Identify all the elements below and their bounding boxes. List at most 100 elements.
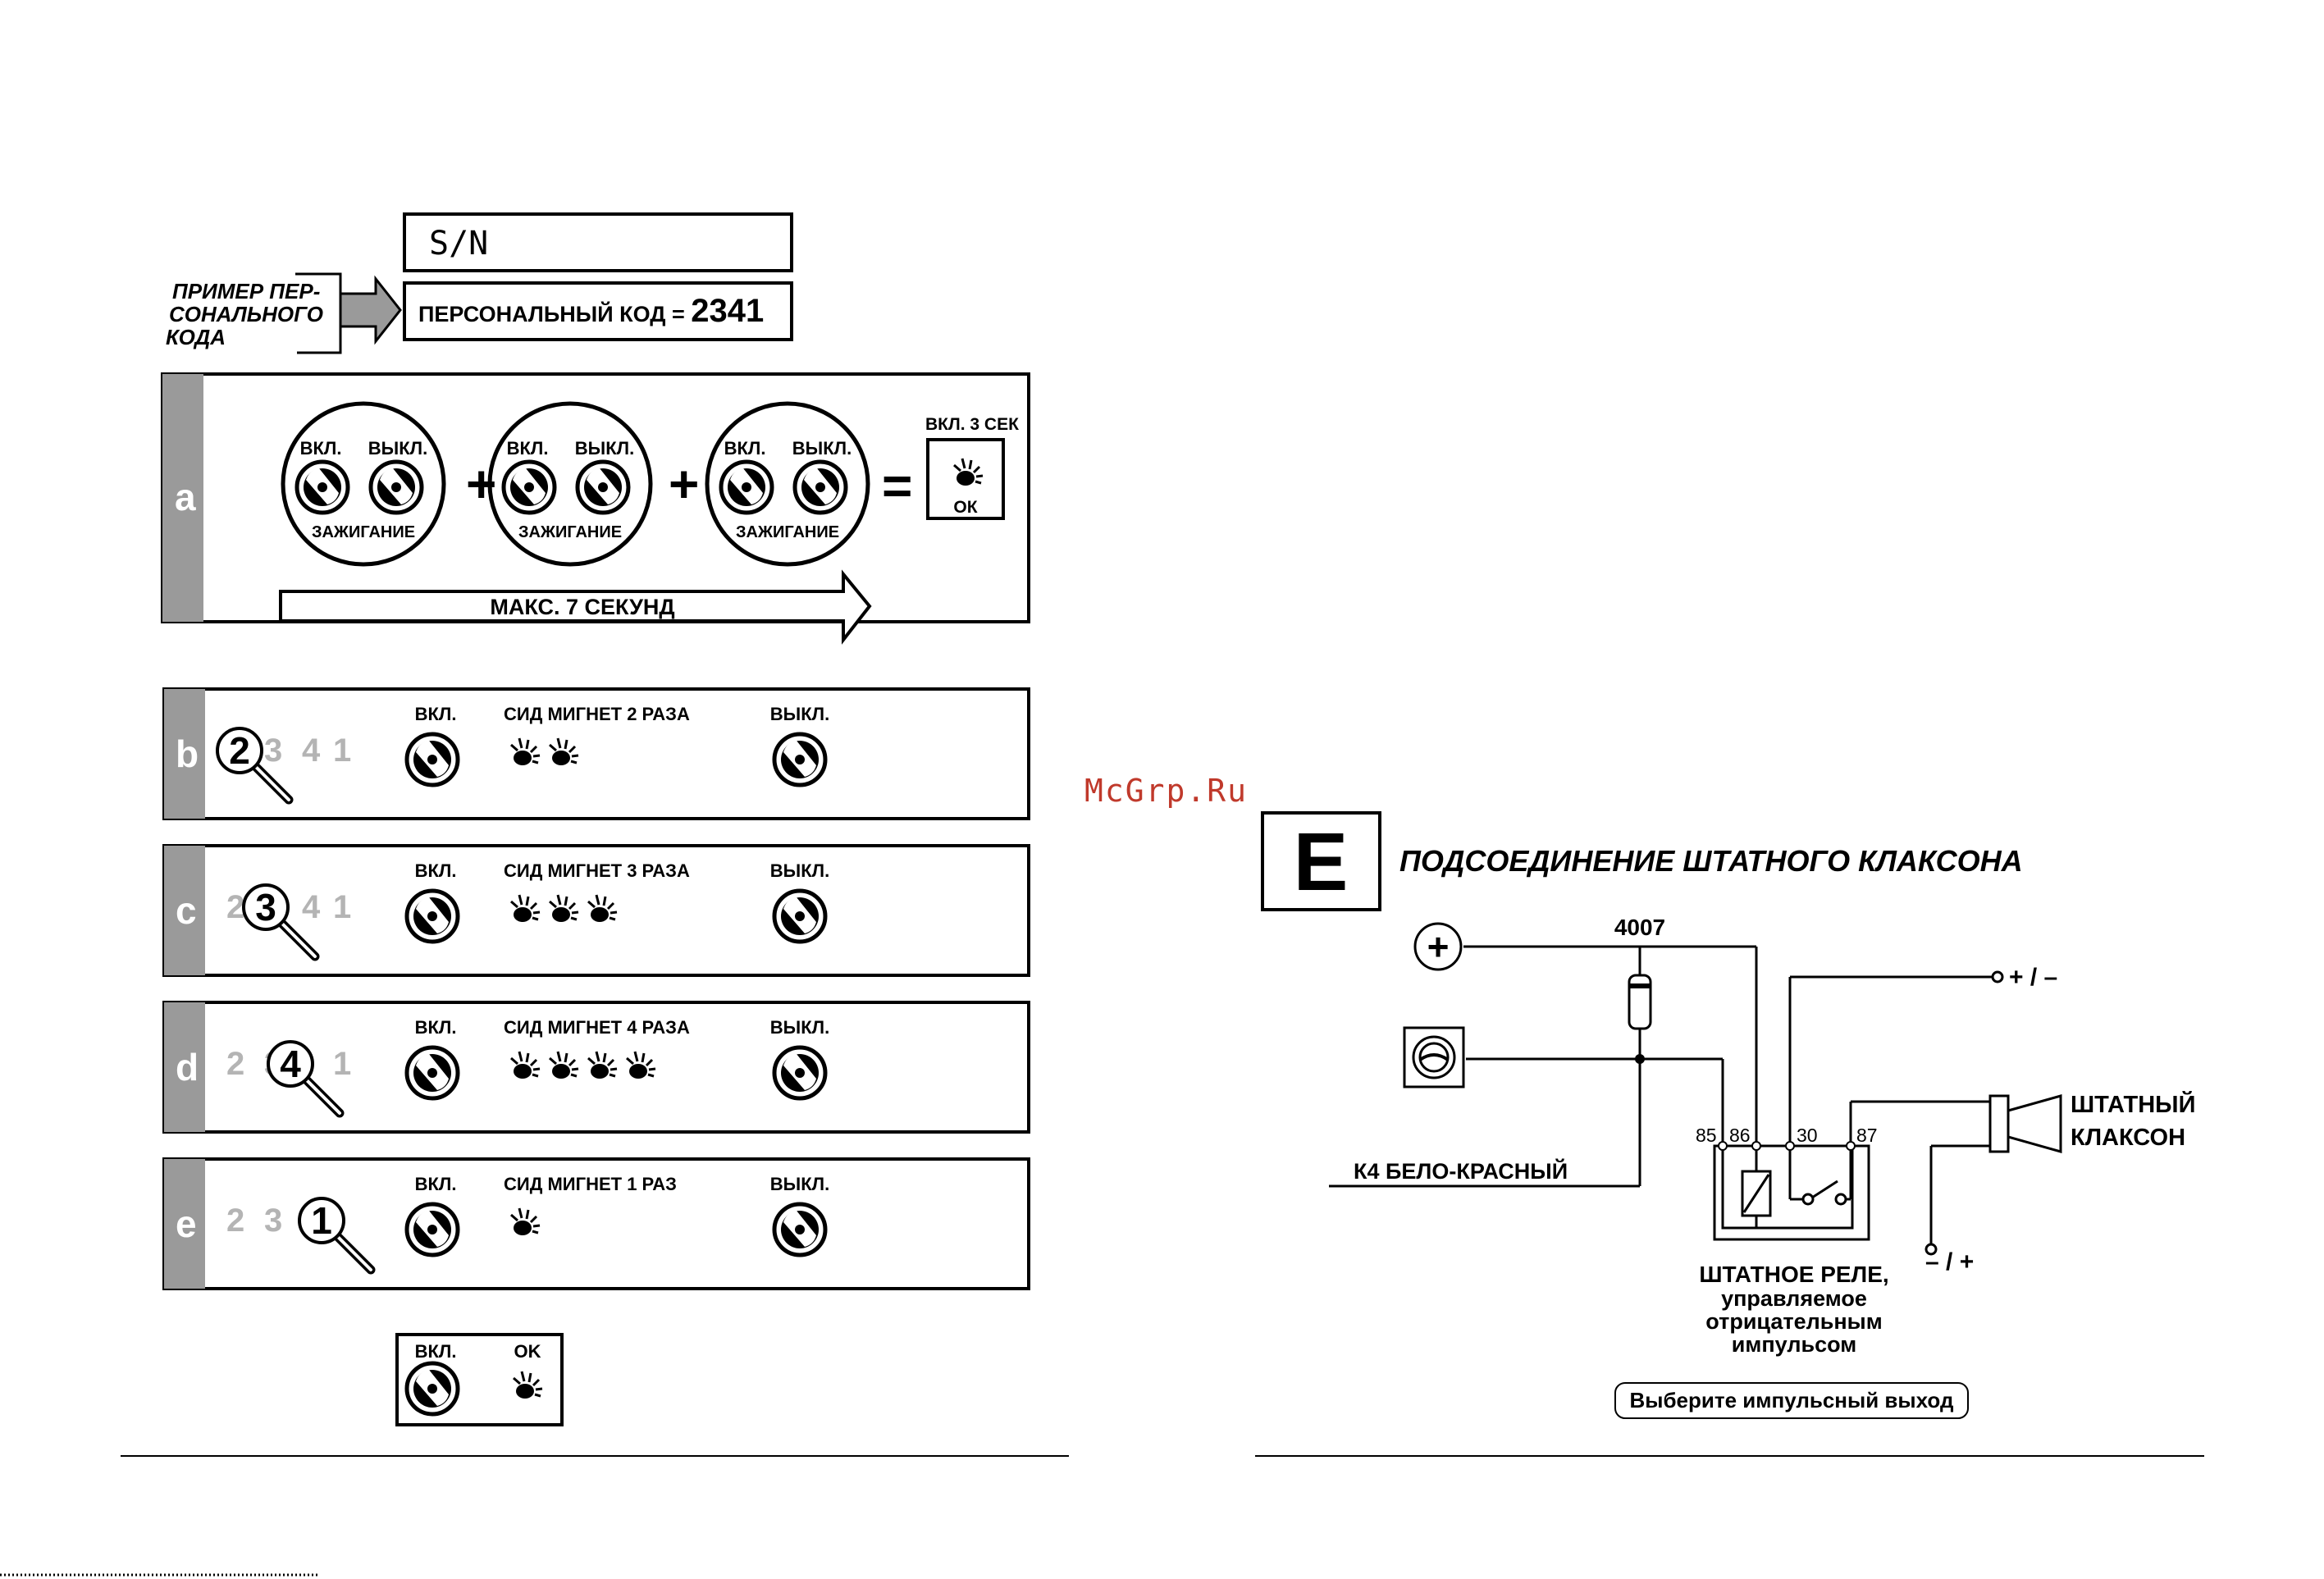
serial-box [403, 212, 793, 272]
relay-housing [1713, 1144, 1870, 1241]
note-box [1614, 1382, 1969, 1419]
magnifier-icon [216, 727, 294, 805]
step-off-label: ВЫКЛ. [770, 1174, 829, 1194]
result-ok-label: ОК [953, 498, 977, 517]
code-digit: 2 [226, 889, 244, 925]
ignition-group-2: ВКЛ. ВЫКЛ. ЗАЖИГАНИЕ [487, 401, 653, 567]
step-on-label: ВКЛ. [415, 1017, 457, 1038]
magnifier-icon [267, 1040, 345, 1118]
ignition-off-label: ВЫКЛ. [575, 438, 634, 459]
pin-30-label: 30 [1797, 1125, 1818, 1146]
step-on-label: ВКЛ. [415, 1174, 457, 1194]
example-pointer-label-3: КОДА [166, 325, 226, 349]
key-switch-off-icon [578, 462, 628, 513]
section-e-letter: E [1294, 816, 1349, 908]
magnifier-icon [242, 883, 320, 961]
active-code-digit: 4 [280, 1043, 301, 1085]
code-digit: 3 [264, 1203, 282, 1239]
timer-label: МАКС. 7 СЕКУНД [490, 595, 674, 619]
example-pointer-arrow [339, 275, 402, 345]
output-polarity-bottom: – / + [1925, 1248, 1974, 1276]
relay-caption-2: управляемое [1721, 1286, 1867, 1311]
led-blink-text: СИД МИГНЕТ 2 РАЗА [504, 704, 690, 724]
wire-label: К4 БЕЛО-КРАСНЫЙ [1354, 1158, 1568, 1184]
steering-wheel-icon [1412, 1035, 1456, 1079]
ignition-on-label: ВКЛ. [300, 438, 342, 459]
key-switch-on-icon [407, 891, 458, 942]
result-duration-label: ВКЛ. 3 СЕК [925, 415, 1019, 434]
watermark: McGrp.Ru [1084, 773, 1248, 809]
relay-caption-3: отрицательным [1705, 1309, 1882, 1334]
equals-sign: = [882, 456, 912, 515]
step-off-label: ВЫКЛ. [770, 704, 829, 724]
ignition-off-label: ВЫКЛ. [368, 438, 427, 459]
key-switch-off-icon [774, 734, 825, 785]
active-code-digit: 2 [229, 729, 250, 772]
relay-switch-contact-icon [1788, 1146, 1852, 1206]
step-letter: c [176, 889, 197, 932]
horn-label-1: ШТАТНЫЙ [2071, 1090, 2195, 1118]
key-switch-on-icon [407, 1204, 458, 1255]
note-text: Выберите импульсный выход [1630, 1388, 1954, 1412]
code-digit: 1 [333, 1046, 351, 1082]
ignition-circle [487, 401, 653, 567]
key-switch-off-icon [774, 1204, 825, 1255]
key-switch-on-icon [504, 462, 555, 513]
code-digit: 4 [302, 732, 321, 769]
magnifier-icon [298, 1197, 376, 1275]
relay-caption-1: ШТАТНОЕ РЕЛЕ, [1699, 1262, 1888, 1287]
relay-caption-4: импульсом [1732, 1332, 1856, 1357]
ignition-group-3: ВКЛ.ВЫКЛ.ЗАЖИГАНИЕ [705, 401, 870, 567]
key-switch-on-icon [721, 462, 772, 513]
step-off-label: ВЫКЛ. [770, 860, 829, 881]
horn-label-2: КЛАКСОН [2071, 1125, 2185, 1151]
step-on-label: ВКЛ. [415, 704, 457, 724]
plus-sign-1: + [466, 454, 496, 513]
key-switch-on-icon [407, 734, 458, 785]
wiring [1329, 945, 1997, 1247]
personal-code-value: 2341 [691, 293, 764, 329]
plus-sign-2: + [669, 454, 699, 513]
code-digit: 3 [264, 732, 282, 769]
code-digit: 4 [302, 889, 321, 925]
led-blink-text: СИД МИГНЕТ 1 РАЗ [504, 1174, 677, 1194]
positive-terminal [1413, 922, 1463, 971]
active-code-digit: 1 [311, 1199, 332, 1242]
horn-icon [1988, 1094, 2062, 1153]
step-off-label: ВЫКЛ. [770, 1017, 829, 1038]
code-digit: 2 [226, 1203, 244, 1239]
code-digit: 2 [226, 1046, 244, 1082]
output-terminal-bottom [1924, 1243, 1938, 1256]
ignition-on-label: ВКЛ. [724, 438, 766, 459]
key-switch-off-icon [795, 462, 846, 513]
personal-code-box [403, 281, 793, 341]
ignition-circle [281, 401, 446, 567]
key-switch-on-icon [297, 462, 348, 513]
ignition-label: ЗАЖИГАНИЕ [518, 523, 622, 541]
key-switch-on-icon [407, 1047, 458, 1098]
diode-label: 4007 [1614, 915, 1665, 940]
step-letter: b [176, 732, 199, 775]
diode-icon [1628, 974, 1652, 1030]
ignition-circle [705, 401, 870, 567]
output-polarity-top: + / – [2009, 964, 2057, 991]
step-a-sidebar [162, 374, 203, 622]
serial-label: S/N [429, 225, 488, 262]
ignition-on-label: ВКЛ. [507, 438, 549, 459]
pin-86-label: 86 [1729, 1125, 1751, 1146]
key-switch-off-icon [774, 1047, 825, 1098]
active-code-digit: 3 [255, 886, 276, 929]
code-digit: 1 [333, 889, 351, 925]
step-letter: d [176, 1046, 199, 1088]
code-digit: 1 [333, 732, 351, 769]
example-pointer-label-1: ПРИМЕР ПЕР- [172, 279, 320, 303]
section-e-title: ПОДСОЕДИНЕНИЕ ШТАТНОГО КЛАКСОНА [1399, 844, 2023, 878]
timer-arrow [279, 569, 872, 645]
led-blink-text: СИД МИГНЕТ 4 РАЗА [504, 1017, 690, 1038]
pin-85-label: 85 [1696, 1125, 1717, 1146]
